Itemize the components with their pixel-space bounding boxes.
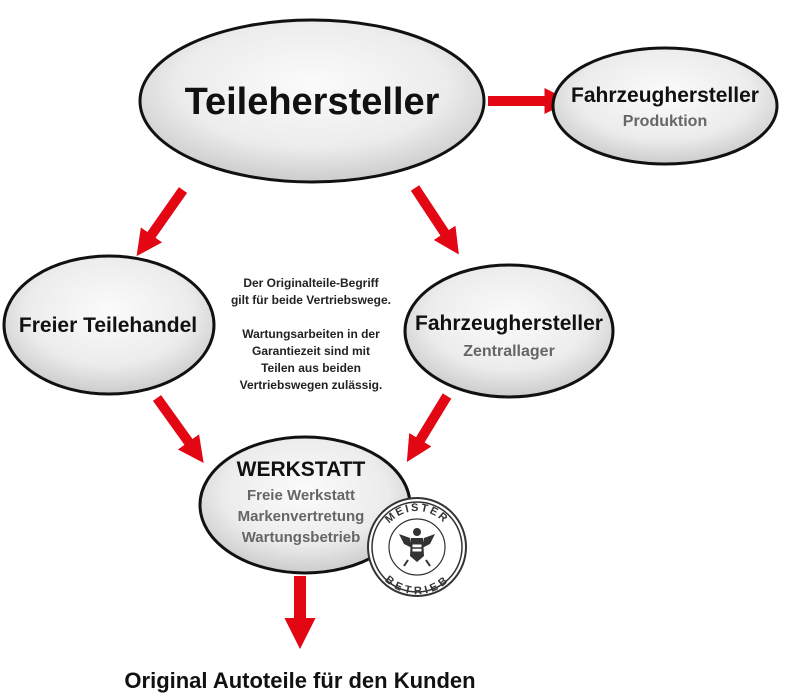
node-fahrzeughersteller-zentrallager-sublabel: Zentrallager: [463, 343, 555, 360]
node-fahrzeughersteller-zentrallager: Fahrzeughersteller Zentrallager: [403, 263, 615, 399]
arrow-freier-teilehandel-to-werkstatt: [152, 395, 204, 464]
node-teilehersteller: Teilehersteller: [138, 18, 486, 184]
node-werkstatt: WERKSTATT Freie Werkstatt Markenvertretu…: [198, 435, 412, 575]
note-line: Vertriebswegen zulässig.: [240, 378, 383, 392]
node-fahrzeughersteller-produktion-label: Fahrzeughersteller: [571, 84, 759, 107]
arrows: [136, 88, 571, 650]
node-werkstatt-line: Markenvertretung: [238, 508, 365, 525]
meister-betrieb-seal: MEISTER BETRIEB: [367, 497, 467, 597]
node-werkstatt-label: WERKSTATT: [237, 458, 366, 481]
node-fahrzeughersteller-produktion: Fahrzeughersteller Produktion: [551, 46, 779, 166]
arrow-to-freier-teilehandel: [136, 187, 188, 257]
note-line: Garantiezeit sind mit: [252, 344, 370, 358]
node-fahrzeughersteller-produktion-sublabel: Produktion: [623, 113, 707, 130]
eagle-icon: [399, 528, 435, 567]
node-freier-teilehandel: Freier Teilehandel: [2, 254, 216, 396]
node-freier-teilehandel-label: Freier Teilehandel: [19, 314, 197, 337]
footer-text: Original Autoteile für den Kunden: [124, 668, 475, 693]
note: Der Originalteile-Begriff gilt für beide…: [231, 276, 391, 392]
arrow-to-fahrzeughersteller-zentrallager: [410, 185, 459, 255]
node-fahrzeughersteller-zentrallager-label: Fahrzeughersteller: [415, 312, 603, 335]
node-werkstatt-line: Wartungsbetrieb: [242, 529, 361, 546]
node-teilehersteller-label: Teilehersteller: [185, 81, 440, 123]
note-line: Der Originalteile-Begriff: [243, 276, 379, 290]
note-line: Wartungsarbeiten in der: [242, 327, 380, 341]
node-werkstatt-line: Freie Werkstatt: [247, 487, 355, 504]
note-line: Teilen aus beiden: [261, 361, 361, 375]
arrow-zentrallager-to-werkstatt: [406, 393, 452, 462]
note-line: gilt für beide Vertriebswege.: [231, 293, 391, 307]
